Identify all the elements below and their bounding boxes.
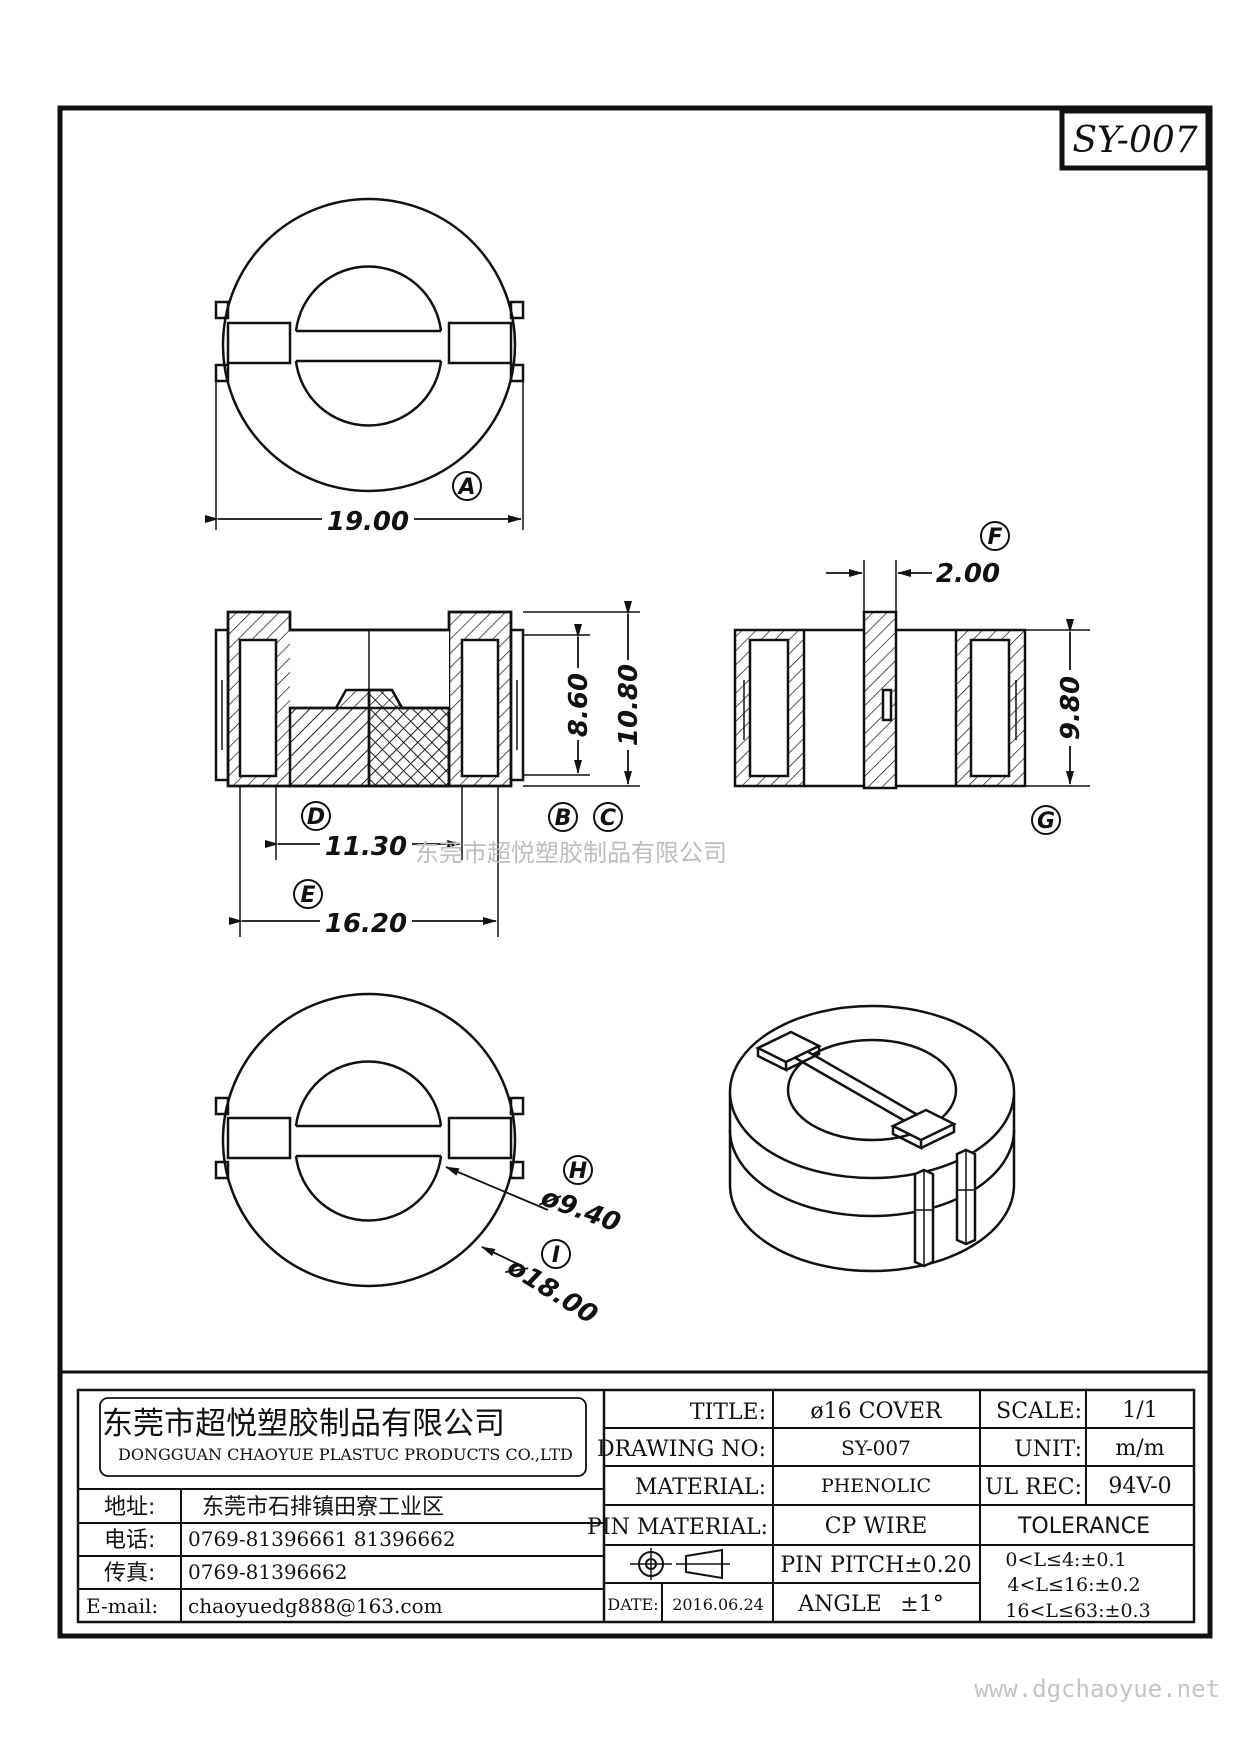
watermark-url: www.dgchaoyue.net <box>974 1675 1220 1703</box>
dim-side-height: 9.80 <box>1056 676 1086 740</box>
material-label: MATERIAL: <box>635 1475 766 1500</box>
dim-inner-diameter: ø9.40 <box>536 1182 624 1239</box>
tolerance-label: TOLERANCE <box>1017 1514 1150 1539</box>
date-label: DATE: <box>607 1595 658 1614</box>
company-name-en: DONGGUAN CHAOYUE PLASTUC PRODUCTS CO.,LT… <box>118 1445 573 1464</box>
title-block <box>60 1370 1210 1624</box>
bottom-view <box>214 992 593 1288</box>
angle-label: ANGLE <box>797 1592 881 1617</box>
phone-label: 电话: <box>104 1528 155 1553</box>
title-value: ø16 COVER <box>810 1399 943 1424</box>
address-value: 东莞市石排镇田寮工业区 <box>202 1495 444 1520</box>
label-e: E <box>300 883 315 908</box>
address-label: 地址: <box>104 1495 155 1520</box>
label-h: H <box>569 1159 587 1184</box>
top-view <box>205 197 525 530</box>
dim-inner-height: 8.60 <box>564 673 594 737</box>
title-label: TITLE: <box>690 1400 766 1425</box>
label-c: C <box>600 806 616 831</box>
label-d: D <box>307 805 325 830</box>
label-b: B <box>555 806 572 831</box>
dim-inner-width: 11.30 <box>325 832 407 862</box>
dim-outer-width-e: 16.20 <box>325 909 407 939</box>
sheet-border <box>57 105 1213 1639</box>
tolerance-row: 4<L≤16:±0.2 <box>1007 1574 1140 1596</box>
angle-value: ±1° <box>900 1592 943 1617</box>
dim-outer-width: 19.00 <box>327 507 409 537</box>
drawing-no-label: DRAWING NO: <box>597 1437 766 1462</box>
pin-material-value: CP WIRE <box>825 1514 928 1539</box>
label-a: A <box>456 475 475 500</box>
scale-label: SCALE: <box>996 1399 1082 1424</box>
side-section-view <box>733 610 1027 790</box>
label-f: F <box>987 525 1002 550</box>
drawing-code: SY-007 <box>1072 120 1197 161</box>
watermark-company: 东莞市超悦塑胶制品有限公司 <box>415 839 727 867</box>
label-i: I <box>552 1243 560 1268</box>
pin-pitch: PIN PITCH±0.20 <box>780 1553 971 1578</box>
unit-value: m/m <box>1115 1436 1164 1461</box>
date-value: 2016.06.24 <box>672 1595 764 1614</box>
company-name-cn: 东莞市超悦塑胶制品有限公司 <box>102 1406 505 1442</box>
tolerance-row: 0<L≤4:±0.1 <box>1005 1549 1126 1571</box>
material-value: PHENOLIC <box>821 1475 931 1497</box>
dim-slot-width: 2.00 <box>936 559 1000 589</box>
email-label: E-mail: <box>86 1594 158 1618</box>
email-value: chaoyuedg888@163.com <box>188 1594 443 1618</box>
dim-total-height: 10.80 <box>614 664 644 746</box>
phone-value: 0769-81396661 81396662 <box>188 1527 456 1551</box>
label-g: G <box>1037 809 1055 834</box>
tolerance-row: 16<L≤63:±0.3 <box>1005 1600 1150 1622</box>
scale-value: 1/1 <box>1122 1398 1157 1423</box>
isometric-view <box>728 1004 1016 1273</box>
unit-label: UNIT: <box>1014 1437 1082 1462</box>
fax-label: 传真: <box>104 1561 155 1586</box>
pin-material-label: PIN MATERIAL: <box>587 1515 768 1540</box>
fax-value: 0769-81396662 <box>188 1560 347 1584</box>
front-section-view <box>214 610 525 788</box>
ul-rec-label: UL REC: <box>985 1475 1082 1500</box>
drawing-code-box: SY-007 <box>1059 108 1211 171</box>
drawing-no-value: SY-007 <box>841 1436 911 1460</box>
ul-rec-value: 94V-0 <box>1108 1474 1171 1499</box>
